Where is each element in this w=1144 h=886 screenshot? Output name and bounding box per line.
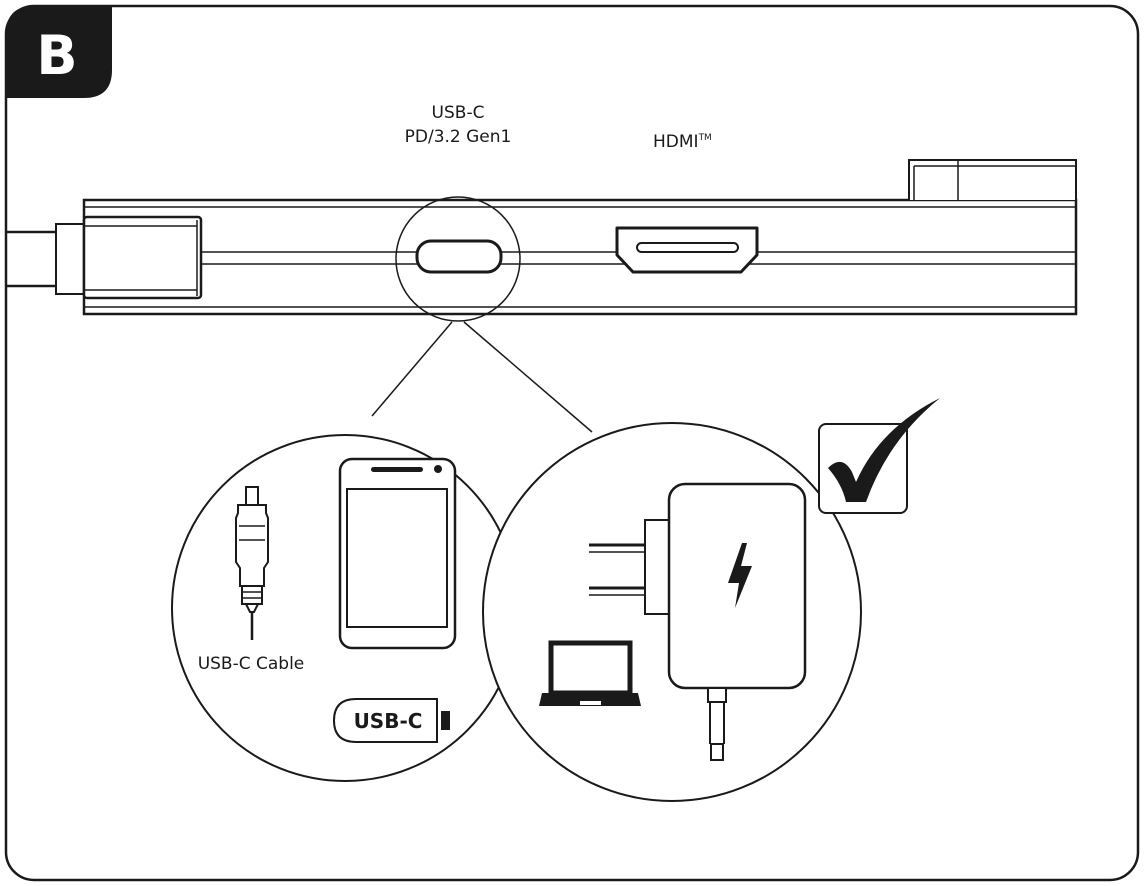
hdmi-port-label: HDMITM — [653, 132, 712, 152]
hub-clip — [908, 159, 1077, 200]
usb-c-battery-icon: USB-C — [332, 698, 450, 743]
laptop-icon — [539, 640, 641, 706]
usb-c-cable-label: USB-C Cable — [198, 654, 305, 674]
trademark-mark: TM — [698, 133, 712, 143]
checkmark-icon — [818, 398, 940, 514]
zoom-circle — [395, 196, 521, 322]
power-adapter-icon — [589, 482, 807, 761]
panel-badge — [6, 6, 112, 98]
cable-strain-relief — [55, 223, 85, 295]
smartphone-icon — [338, 457, 457, 650]
hub-device — [6, 159, 1078, 316]
left-circle-group: USB-C Cable USB-C — [171, 434, 519, 782]
lightning-bolt-icon — [728, 543, 752, 608]
usbc-port — [415, 239, 503, 274]
usb-c-battery-label: USB-C — [354, 709, 423, 733]
callout-lines — [371, 321, 593, 433]
right-circle-group — [482, 398, 940, 802]
panel-badge-letter: B — [36, 24, 77, 87]
hub-cable — [6, 230, 56, 288]
usbc-port-label-line2: PD/3.2 Gen1 — [405, 127, 512, 147]
hub-body — [82, 198, 1078, 316]
usbc-port-label-line1: USB-C — [432, 103, 485, 123]
hub-connector-housing — [82, 215, 203, 300]
usb-c-cable-icon — [235, 486, 269, 640]
